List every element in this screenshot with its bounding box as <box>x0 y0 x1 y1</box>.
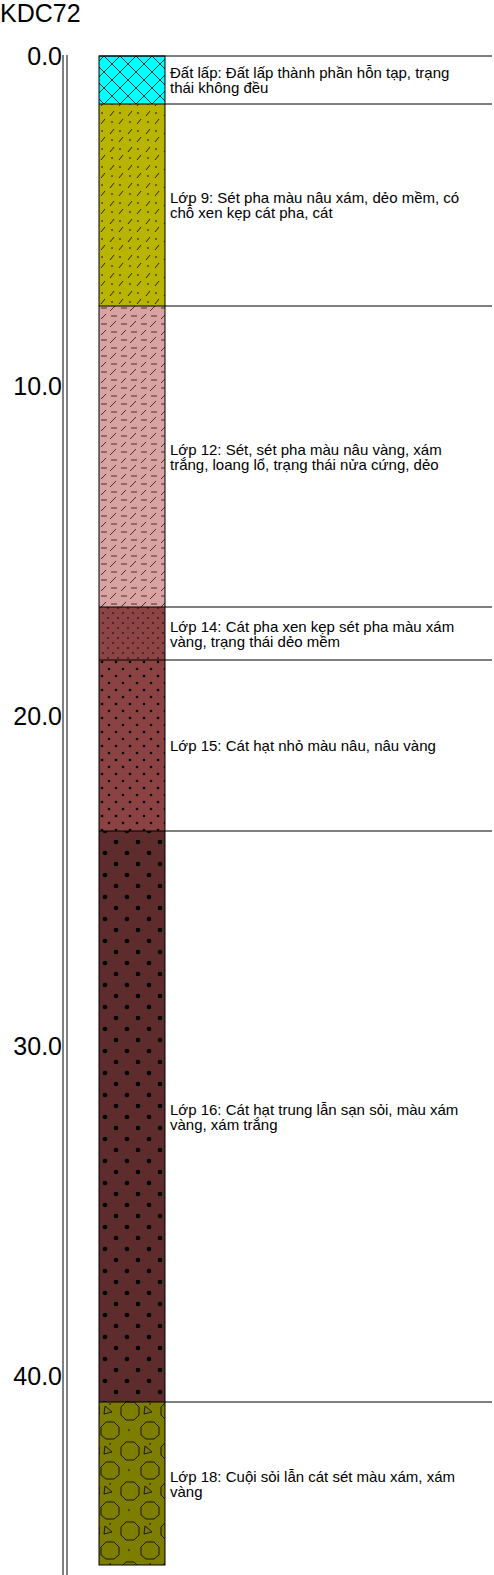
soil-layer: Lớp 9: Sét pha màu nâu xám, dẻo mềm, có … <box>165 104 492 306</box>
depth-label: 10.0 <box>0 373 62 399</box>
depth-label: 0.0 <box>0 43 62 69</box>
layer-description: Lớp 16: Cát hạt trung lẫn sạn sỏi, màu x… <box>165 1102 475 1132</box>
soil-layer: Đất lấp: Đất lấp thành phần hỗn tạp, trạ… <box>165 56 492 104</box>
depth-label: 40.0 <box>0 1363 62 1389</box>
soil-layer: Lớp 12: Sét, sét pha màu nâu vàng, xám t… <box>165 306 492 607</box>
depth-label: 30.0 <box>0 1033 62 1059</box>
layer-description: Lớp 18: Cuội sỏi lẫn cát sét màu xám, xá… <box>165 1469 475 1499</box>
layer-description: Lớp 12: Sét, sét pha màu nâu vàng, xám t… <box>165 442 475 472</box>
layer-description: Lớp 15: Cát hạt nhỏ màu nâu, nâu vàng <box>165 738 475 753</box>
soil-layer: Lớp 15: Cát hạt nhỏ màu nâu, nâu vàng <box>165 660 492 831</box>
layer-description: Lớp 14: Cát pha xen kẹp sét pha màu xám … <box>165 619 475 649</box>
soil-layer: Lớp 16: Cát hạt trung lẫn sạn sỏi, màu x… <box>165 831 492 1402</box>
soil-layer: Lớp 18: Cuội sỏi lẫn cát sét màu xám, xá… <box>165 1402 492 1565</box>
depth-label: 20.0 <box>0 703 62 729</box>
soil-layer: Lớp 14: Cát pha xen kẹp sét pha màu xám … <box>165 607 492 660</box>
borehole-title: KDC72 <box>0 0 81 26</box>
layer-description: Đất lấp: Đất lấp thành phần hỗn tạp, trạ… <box>165 65 475 95</box>
layer-description: Lớp 9: Sét pha màu nâu xám, dẻo mềm, có … <box>165 190 475 220</box>
